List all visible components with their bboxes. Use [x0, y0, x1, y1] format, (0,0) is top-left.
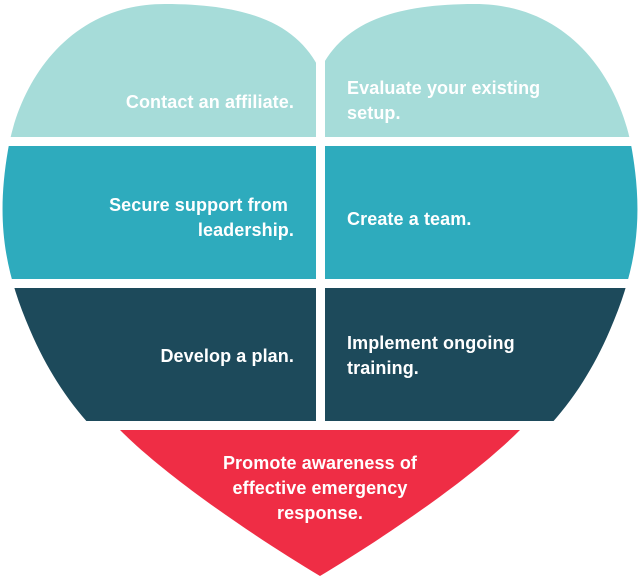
label-contact-affiliate: Contact an affiliate. — [34, 90, 294, 115]
label-promote-awareness: Promote awareness of effective emergency… — [170, 451, 470, 526]
label-line: response. — [277, 503, 363, 523]
label-line: setup. — [347, 103, 401, 123]
label-create-team: Create a team. — [347, 207, 607, 232]
segment-create-team — [325, 146, 638, 279]
label-develop-plan: Develop a plan. — [34, 344, 294, 369]
label-text: Develop a plan. — [160, 346, 294, 366]
segment-contact-affiliate — [2, 4, 316, 137]
label-line: leadership. — [197, 220, 294, 240]
label-implement-training: Implement ongoing training. — [347, 331, 607, 381]
label-evaluate-setup: Evaluate your existing setup. — [347, 76, 607, 126]
segment-promote-awareness — [120, 430, 520, 576]
segment-secure-support — [2, 146, 316, 279]
label-secure-support: Secure support from leadership. — [34, 193, 294, 243]
label-text: Create a team. — [347, 209, 472, 229]
label-line: Implement ongoing — [347, 333, 515, 353]
label-line: Promote awareness of — [222, 453, 418, 473]
label-line: training. — [347, 358, 419, 378]
label-line: Evaluate your existing — [347, 78, 541, 98]
label-text: Contact an affiliate. — [125, 92, 294, 112]
label-line: effective emergency — [232, 478, 408, 498]
label-line: Secure support from — [109, 195, 288, 215]
